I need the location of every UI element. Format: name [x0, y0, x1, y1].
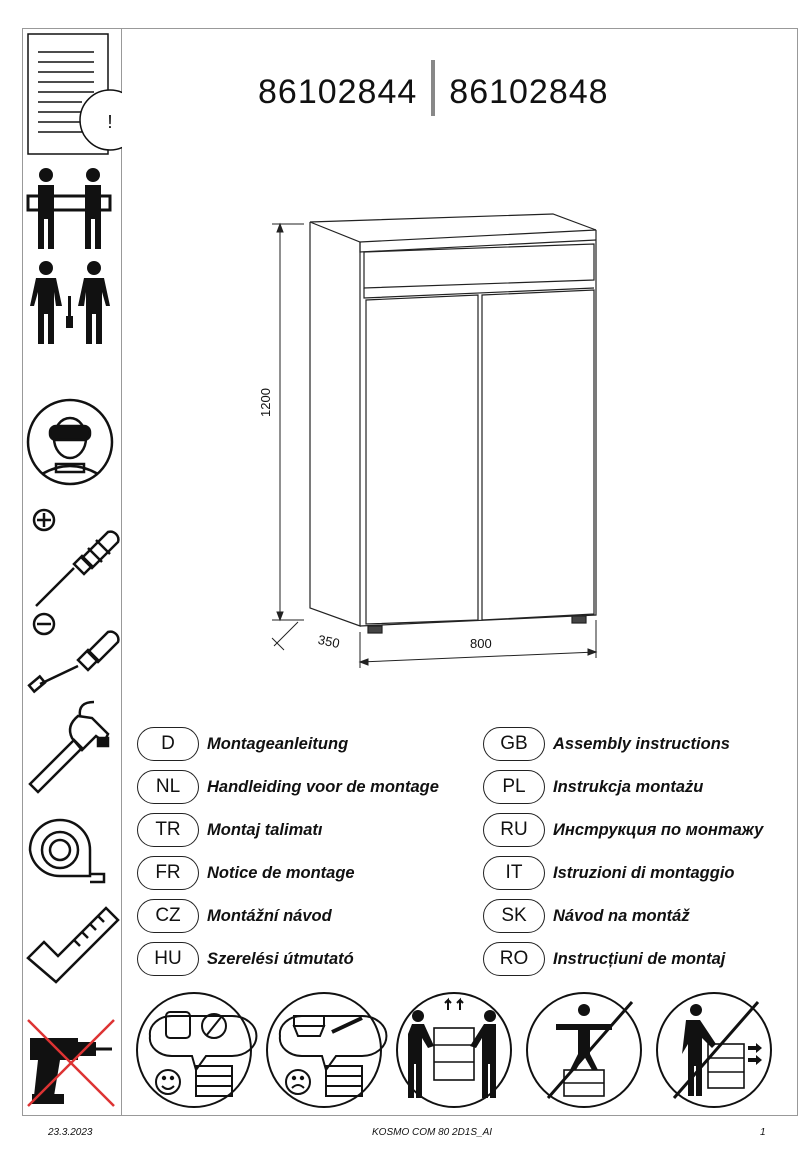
- language-label: Инструкция по монтажу: [553, 820, 764, 839]
- language-code: CZ: [137, 899, 199, 933]
- language-row-ro: RO Instrucțiuni de montaj: [483, 942, 725, 976]
- no-pushing-icon: [656, 992, 772, 1108]
- language-code: RU: [483, 813, 545, 847]
- language-label: Montaj talimatı: [207, 820, 323, 839]
- language-row-gb: GB Assembly instructions: [483, 727, 730, 761]
- safety-goggles-icon: [26, 398, 114, 486]
- language-label: Notice de montage: [207, 863, 355, 882]
- language-row-nl: NL Handleiding voor de montage: [137, 770, 439, 804]
- height-label: 1200: [258, 388, 273, 417]
- tool-sidebar: [22, 28, 122, 1116]
- language-code: HU: [137, 942, 199, 976]
- warning-pictograms: [136, 992, 772, 1108]
- language-row-pl: PL Instrukcja montażu: [483, 770, 703, 804]
- language-label: Istruzioni di montaggio: [553, 863, 735, 882]
- depth-dimension: [271, 621, 299, 651]
- phillips-screwdriver-icon: [32, 508, 120, 607]
- two-person-carry-icon: [396, 992, 512, 1108]
- language-row-it: IT Istruzioni di montaggio: [483, 856, 734, 890]
- two-person-lift-icon: [26, 168, 112, 249]
- square-ruler-icon: [26, 906, 120, 984]
- language-code: FR: [137, 856, 199, 890]
- language-code: IT: [483, 856, 545, 890]
- no-power-drill-icon: [27, 1019, 115, 1107]
- cabinet-drawing: [271, 213, 598, 668]
- product-codes: 86102844 86102848: [258, 60, 609, 122]
- language-code: TR: [137, 813, 199, 847]
- no-climbing-icon: [526, 992, 642, 1108]
- product-code-right: 86102848: [449, 72, 609, 111]
- language-code: D: [137, 727, 199, 761]
- language-label: Assembly instructions: [553, 734, 730, 753]
- language-label: Montageanleitung: [207, 734, 349, 753]
- cabinet-outline: [309, 213, 597, 634]
- language-row-sk: SK Návod na montáž: [483, 899, 690, 933]
- footer-date: 23.3.2023: [48, 1127, 93, 1138]
- language-row-ru: RU Инструкция по монтажу: [483, 813, 763, 847]
- language-label: Montážní návod: [207, 906, 332, 925]
- language-label: Handleiding voor de montage: [207, 777, 439, 796]
- language-row-fr: FR Notice de montage: [137, 856, 355, 890]
- code-separator: [431, 60, 436, 116]
- document-notice-icon: [27, 33, 122, 155]
- footer-page-number: 1: [760, 1127, 766, 1138]
- language-code: NL: [137, 770, 199, 804]
- language-code: SK: [483, 899, 545, 933]
- product-code-left: 86102844: [258, 72, 418, 111]
- language-row-hu: HU Szerelési útmutató: [137, 942, 354, 976]
- width-label: 800: [470, 636, 492, 651]
- language-code: RO: [483, 942, 545, 976]
- language-label: Instrukcja montażu: [553, 777, 704, 796]
- language-row-de: D Montageanleitung: [137, 727, 348, 761]
- language-row-cz: CZ Montážní návod: [137, 899, 332, 933]
- no-sharp-tools-sad-icon: [266, 992, 388, 1108]
- page-frame: [22, 28, 798, 1116]
- hammer-icon: [28, 700, 110, 794]
- clean-hands-smile-icon: [136, 992, 258, 1108]
- sidebar-icons: !: [26, 33, 122, 1107]
- width-dimension: [358, 620, 598, 668]
- height-dimension: [272, 222, 304, 622]
- language-code: GB: [483, 727, 545, 761]
- language-row-tr: TR Montaj talimatı: [137, 813, 323, 847]
- tape-measure-icon: [28, 818, 106, 884]
- notice-mark: !: [107, 112, 112, 132]
- language-code: PL: [483, 770, 545, 804]
- language-label: Návod na montáž: [553, 906, 690, 925]
- flat-screwdriver-icon: [27, 612, 120, 694]
- two-person-assembly-icon: [30, 261, 110, 344]
- language-label: Instrucțiuni de montaj: [553, 949, 726, 968]
- language-label: Szerelési útmutató: [207, 949, 354, 968]
- footer-document-code: KOSMO COM 80 2D1S_AI: [372, 1127, 493, 1138]
